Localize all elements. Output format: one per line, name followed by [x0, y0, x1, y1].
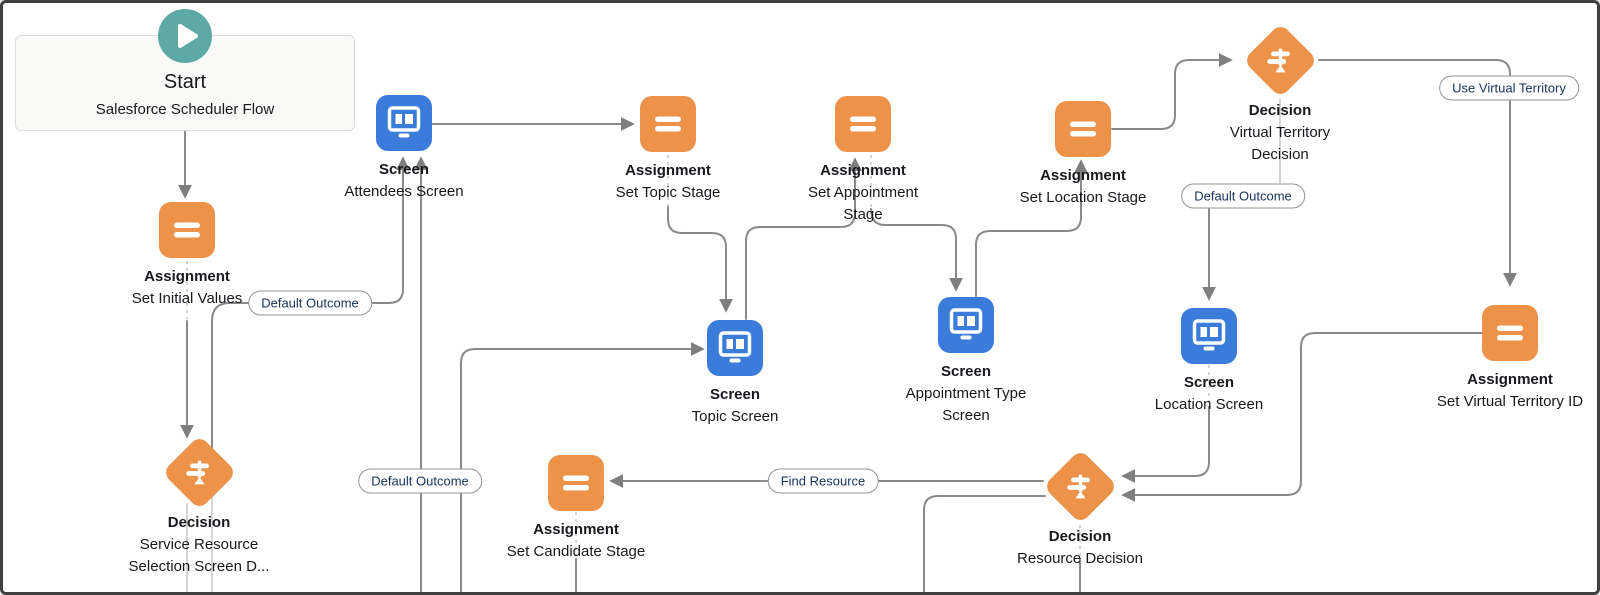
node-type-label: Assignment	[144, 268, 230, 285]
appointment-type-screen-icon-box[interactable]	[938, 297, 994, 353]
node-type-label: Screen	[940, 363, 992, 380]
assignment-icon	[563, 475, 589, 491]
screen-icon	[387, 106, 421, 138]
assignment-icon	[174, 222, 200, 238]
resource-decision-diamond[interactable]	[1042, 448, 1118, 524]
node-type-label: Decision	[167, 514, 231, 531]
set-topic-stage-icon-box[interactable]	[640, 96, 696, 152]
connector-label-use-virtual-territory[interactable]: Use Virtual Territory	[1439, 75, 1579, 101]
set-initial-values-icon-box[interactable]	[159, 202, 215, 258]
node-type-label: Assignment	[533, 521, 619, 538]
assignment-icon	[1070, 121, 1096, 137]
node-name-label: Virtual Territory Decision	[1229, 124, 1331, 163]
node-name-label: Set Appointment Stage	[807, 184, 919, 223]
node-type-label: Assignment	[625, 162, 711, 179]
start-title: Start	[163, 71, 207, 93]
node-name-label: Service Resource Selection Screen D...	[128, 536, 270, 575]
node-type-label: Screen	[1183, 374, 1235, 391]
node-type-label: Screen	[378, 161, 430, 178]
node-type-label: Assignment	[1467, 371, 1553, 388]
node-name-label: Resource Decision	[1017, 550, 1143, 567]
start-subtitle: Salesforce Scheduler Flow	[95, 101, 275, 118]
topic-screen-icon-box[interactable]	[707, 320, 763, 376]
screen-icon	[949, 308, 983, 340]
play-icon	[178, 24, 198, 48]
set-virtual-territory-id-icon-box[interactable]	[1482, 305, 1538, 361]
node-type-label: Decision	[1248, 102, 1312, 119]
node-name-label: Set Initial Values	[131, 290, 243, 307]
connector-label-default-outcome-1[interactable]: Default Outcome	[248, 290, 372, 316]
virtual-territory-decision-diamond[interactable]	[1242, 22, 1318, 98]
decision-icon	[1066, 473, 1090, 498]
assignment-icon	[1497, 325, 1523, 341]
set-appointment-stage-icon-box[interactable]	[835, 96, 891, 152]
node-name-label: Appointment Type Screen	[905, 385, 1027, 424]
start-play-button[interactable]	[158, 9, 212, 63]
assignment-icon	[850, 116, 876, 132]
node-name-label: Set Topic Stage	[615, 184, 721, 201]
connector-layer	[178, 53, 1517, 592]
decision-glyph	[1254, 34, 1307, 87]
connector-label-find-resource[interactable]: Find Resource	[767, 468, 879, 494]
set-location-stage-icon-box[interactable]	[1055, 101, 1111, 157]
screen-icon	[718, 331, 752, 363]
service-resource-selection-decision-diamond[interactable]	[161, 434, 237, 510]
node-name-label: Topic Screen	[691, 408, 779, 425]
node-type-label: Assignment	[820, 162, 906, 179]
decision-icon	[185, 459, 209, 484]
connector-label-default-outcome-2[interactable]: Default Outcome	[358, 468, 482, 494]
decision-glyph	[173, 446, 226, 499]
connector-label-default-outcome-3[interactable]: Default Outcome	[1181, 183, 1305, 209]
node-name-label: Set Location Stage	[1019, 189, 1147, 206]
set-candidate-stage-icon-box[interactable]	[548, 455, 604, 511]
node-name-label: Location Screen	[1154, 396, 1264, 413]
node-name-label: Set Virtual Territory ID	[1436, 393, 1584, 410]
attendees-screen-icon-box[interactable]	[376, 95, 432, 151]
node-type-label: Decision	[1048, 528, 1112, 545]
decision-glyph	[1054, 460, 1107, 513]
decision-icon	[1266, 47, 1290, 72]
location-screen-icon-box[interactable]	[1181, 308, 1237, 364]
assignment-icon	[655, 116, 681, 132]
screen-icon	[1192, 319, 1226, 351]
node-type-label: Screen	[709, 386, 761, 403]
node-name-label: Attendees Screen	[344, 183, 464, 200]
node-name-label: Set Candidate Stage	[506, 543, 646, 560]
node-type-label: Assignment	[1040, 167, 1126, 184]
